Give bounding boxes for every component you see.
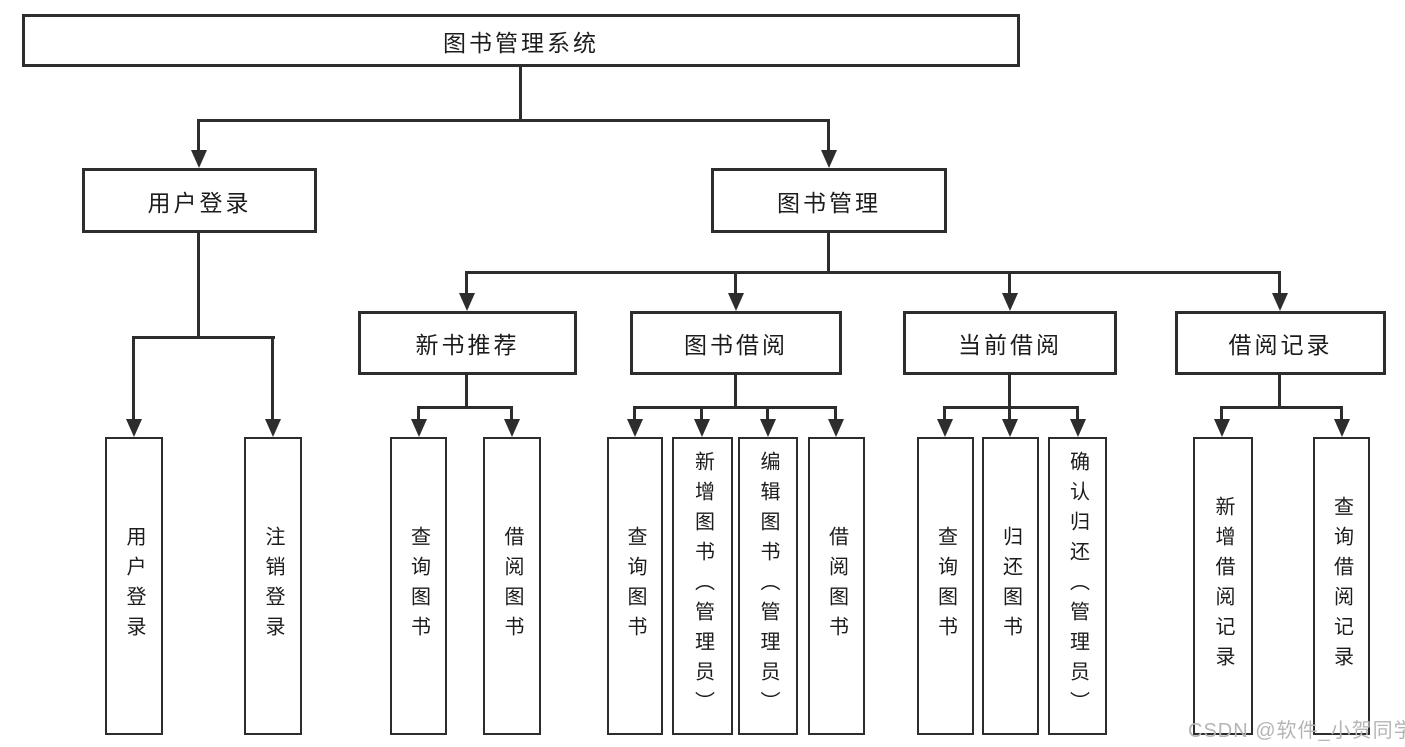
arrowhead-icon bbox=[821, 150, 837, 168]
connector-line bbox=[132, 336, 135, 420]
node-add-borrow-record: 新增借阅记录 bbox=[1193, 437, 1253, 735]
connector-line bbox=[1220, 406, 1223, 421]
node-label: 借阅图书 bbox=[501, 526, 523, 646]
node-confirm-return-admin: 确认归还（管理员） bbox=[1048, 437, 1107, 735]
node-label: 查询图书 bbox=[407, 526, 430, 646]
connector-line bbox=[197, 233, 200, 336]
node-new-book-recommendation: 新书推荐 bbox=[358, 311, 577, 375]
arrowhead-icon bbox=[1002, 419, 1018, 437]
arrowhead-icon bbox=[694, 419, 710, 437]
connector-line bbox=[1222, 406, 1342, 409]
node-label: 借阅图书 bbox=[825, 526, 848, 646]
node-label: 用户登录 bbox=[147, 189, 252, 216]
connector-line bbox=[134, 336, 275, 339]
node-label: 新增借阅记录 bbox=[1212, 496, 1234, 676]
connector-line bbox=[766, 406, 769, 421]
connector-line bbox=[1278, 375, 1281, 406]
connector-line bbox=[197, 119, 200, 152]
node-query-borrow-record: 查询借阅记录 bbox=[1313, 437, 1370, 735]
arrowhead-icon bbox=[937, 419, 953, 437]
connector-line bbox=[1008, 375, 1011, 406]
arrowhead-icon bbox=[1334, 419, 1350, 437]
node-label: 查询借阅记录 bbox=[1330, 496, 1353, 676]
arrowhead-icon bbox=[504, 419, 520, 437]
node-user-login-leaf: 用户登录 bbox=[105, 437, 163, 735]
node-user-login: 用户登录 bbox=[82, 168, 317, 233]
connector-line bbox=[945, 406, 1078, 409]
node-query-books-current: 查询图书 bbox=[917, 437, 974, 735]
node-label: 确认归还（管理员） bbox=[1066, 451, 1089, 721]
connector-line bbox=[1008, 406, 1011, 421]
connector-line bbox=[633, 406, 636, 421]
arrowhead-icon bbox=[828, 419, 844, 437]
arrowhead-icon bbox=[1070, 419, 1086, 437]
connector-line bbox=[467, 271, 1281, 274]
node-edit-book-admin: 编辑图书（管理员） bbox=[738, 437, 798, 735]
connector-line bbox=[1340, 406, 1343, 421]
node-label: 查询图书 bbox=[624, 526, 646, 646]
arrowhead-icon bbox=[411, 419, 427, 437]
connector-line bbox=[271, 336, 274, 420]
arrowhead-icon bbox=[728, 293, 744, 311]
arrowhead-icon bbox=[1272, 293, 1288, 311]
connector-line bbox=[1008, 271, 1011, 294]
node-book-management: 图书管理 bbox=[711, 168, 947, 233]
node-library-management-system: 图书管理系统 bbox=[22, 14, 1020, 67]
node-label: 注销登录 bbox=[262, 526, 284, 646]
connector-line bbox=[198, 119, 830, 122]
node-borrowing-records: 借阅记录 bbox=[1175, 311, 1386, 375]
arrowhead-icon bbox=[760, 419, 776, 437]
node-label: 新书推荐 bbox=[415, 332, 520, 358]
node-label: 查询图书 bbox=[934, 526, 957, 646]
connector-line bbox=[734, 375, 737, 406]
arrowhead-icon bbox=[459, 293, 475, 311]
connector-line bbox=[635, 406, 836, 409]
connector-line bbox=[834, 406, 837, 421]
arrowhead-icon bbox=[191, 150, 207, 168]
node-label: 图书借阅 bbox=[684, 332, 788, 358]
arrowhead-icon bbox=[1002, 293, 1018, 311]
node-label: 编辑图书（管理员） bbox=[757, 451, 779, 721]
node-label: 图书管理系统 bbox=[443, 29, 599, 56]
node-logout: 注销登录 bbox=[244, 437, 302, 735]
node-label: 图书管理 bbox=[777, 189, 881, 216]
connector-line bbox=[734, 271, 737, 294]
node-return-book: 归还图书 bbox=[982, 437, 1039, 735]
connector-line bbox=[1076, 406, 1079, 421]
node-label: 新增图书（管理员） bbox=[691, 451, 714, 721]
connector-line bbox=[417, 406, 420, 421]
node-label: 用户登录 bbox=[123, 526, 145, 646]
node-add-book-admin: 新增图书（管理员） bbox=[672, 437, 733, 735]
node-book-borrowing: 图书借阅 bbox=[630, 311, 842, 375]
arrowhead-icon bbox=[627, 419, 643, 437]
connector-line bbox=[510, 406, 513, 421]
arrowhead-icon bbox=[126, 419, 142, 437]
connector-line bbox=[519, 67, 522, 119]
connector-line bbox=[700, 406, 703, 421]
arrowhead-icon bbox=[1214, 419, 1230, 437]
connector-line bbox=[419, 406, 513, 409]
node-borrow-books-recommend: 借阅图书 bbox=[483, 437, 541, 735]
connector-line bbox=[465, 375, 468, 406]
node-query-books-borrowing: 查询图书 bbox=[607, 437, 663, 735]
csdn-watermark: CSDN @软件_小贺同学 bbox=[1188, 720, 1405, 742]
connector-line bbox=[1278, 271, 1281, 294]
node-label: 当前借阅 bbox=[958, 332, 1062, 358]
node-label: 归还图书 bbox=[999, 526, 1022, 646]
connector-line bbox=[465, 271, 468, 294]
node-label: 借阅记录 bbox=[1228, 332, 1333, 358]
connector-line bbox=[827, 119, 830, 152]
arrowhead-icon bbox=[265, 419, 281, 437]
node-query-books-recommend: 查询图书 bbox=[390, 437, 447, 735]
node-borrow-books-borrowing: 借阅图书 bbox=[808, 437, 865, 735]
connector-line bbox=[943, 406, 946, 421]
connector-line bbox=[827, 233, 830, 271]
node-current-borrowing: 当前借阅 bbox=[903, 311, 1117, 375]
